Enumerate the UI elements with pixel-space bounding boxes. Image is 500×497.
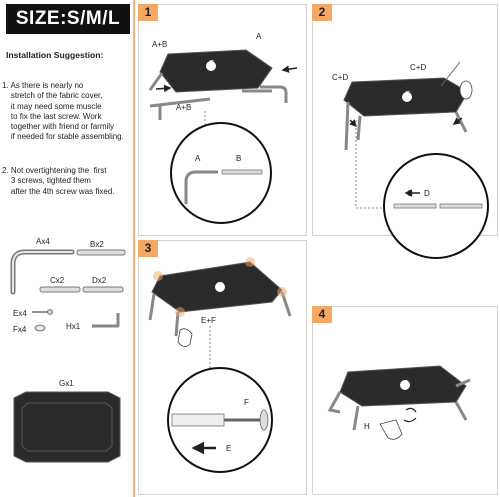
step-1-cover-label: G [209, 60, 215, 67]
column-divider [133, 0, 135, 497]
part-h-label: Hx1 [66, 322, 81, 331]
part-a-label: Ax4 [36, 237, 50, 246]
part-h-hex-key [92, 313, 120, 328]
installation-step-1: 1. As there is nearly no stretch of the … [2, 81, 124, 142]
part-g-label: Gx1 [59, 379, 74, 388]
step-2-circle-left: C [407, 189, 413, 198]
step-3-circle-bottom: E [226, 444, 232, 453]
installation-step-2: 2. Not overtightening the first 3 screws… [2, 166, 115, 196]
step-3-badge: 3 [138, 240, 158, 257]
step-1-corner-label: A [256, 32, 262, 41]
part-g-cover [13, 391, 121, 463]
part-d-tube [82, 286, 124, 293]
step-2-circle-right: D [424, 189, 430, 198]
step-1-callout-top: A+B [152, 40, 168, 49]
step-1-circle-left: A [195, 154, 201, 163]
step-1-drawing [148, 49, 298, 224]
step-1-circle-right: B [236, 154, 242, 163]
part-f-label: Fx4 [13, 325, 27, 334]
step-4-badge: 4 [312, 306, 332, 323]
step-3-drawing [148, 257, 292, 473]
step-3-circle-top: F [244, 398, 249, 407]
step-4-tool-label: H [364, 422, 370, 431]
step-4-drawing [327, 365, 471, 440]
step-1-callout-bottom: A+B [176, 103, 192, 112]
part-b-connector [76, 249, 126, 256]
size-title: SIZE:S/M/L [6, 4, 130, 34]
part-e-label: Ex4 [13, 309, 27, 318]
part-b-label: Bx2 [90, 240, 104, 249]
step-3-callout: E+F [201, 316, 216, 325]
step-1-badge: 1 [138, 4, 158, 21]
part-d-label: Dx2 [92, 276, 107, 285]
part-c-label: Cx2 [50, 276, 65, 285]
part-c-tube [39, 286, 81, 293]
step-2-cover-label: G [405, 91, 411, 98]
step-3-cover-label: G [218, 282, 224, 289]
step-2-drawing [343, 61, 489, 259]
step-2-badge: 2 [312, 4, 332, 21]
step-2-callout-right: C+D [410, 63, 427, 72]
installation-heading: Installation Suggestion: [6, 50, 104, 60]
step-2-callout-left: C+D [332, 73, 349, 82]
step-4-cover-label: G [403, 380, 409, 387]
